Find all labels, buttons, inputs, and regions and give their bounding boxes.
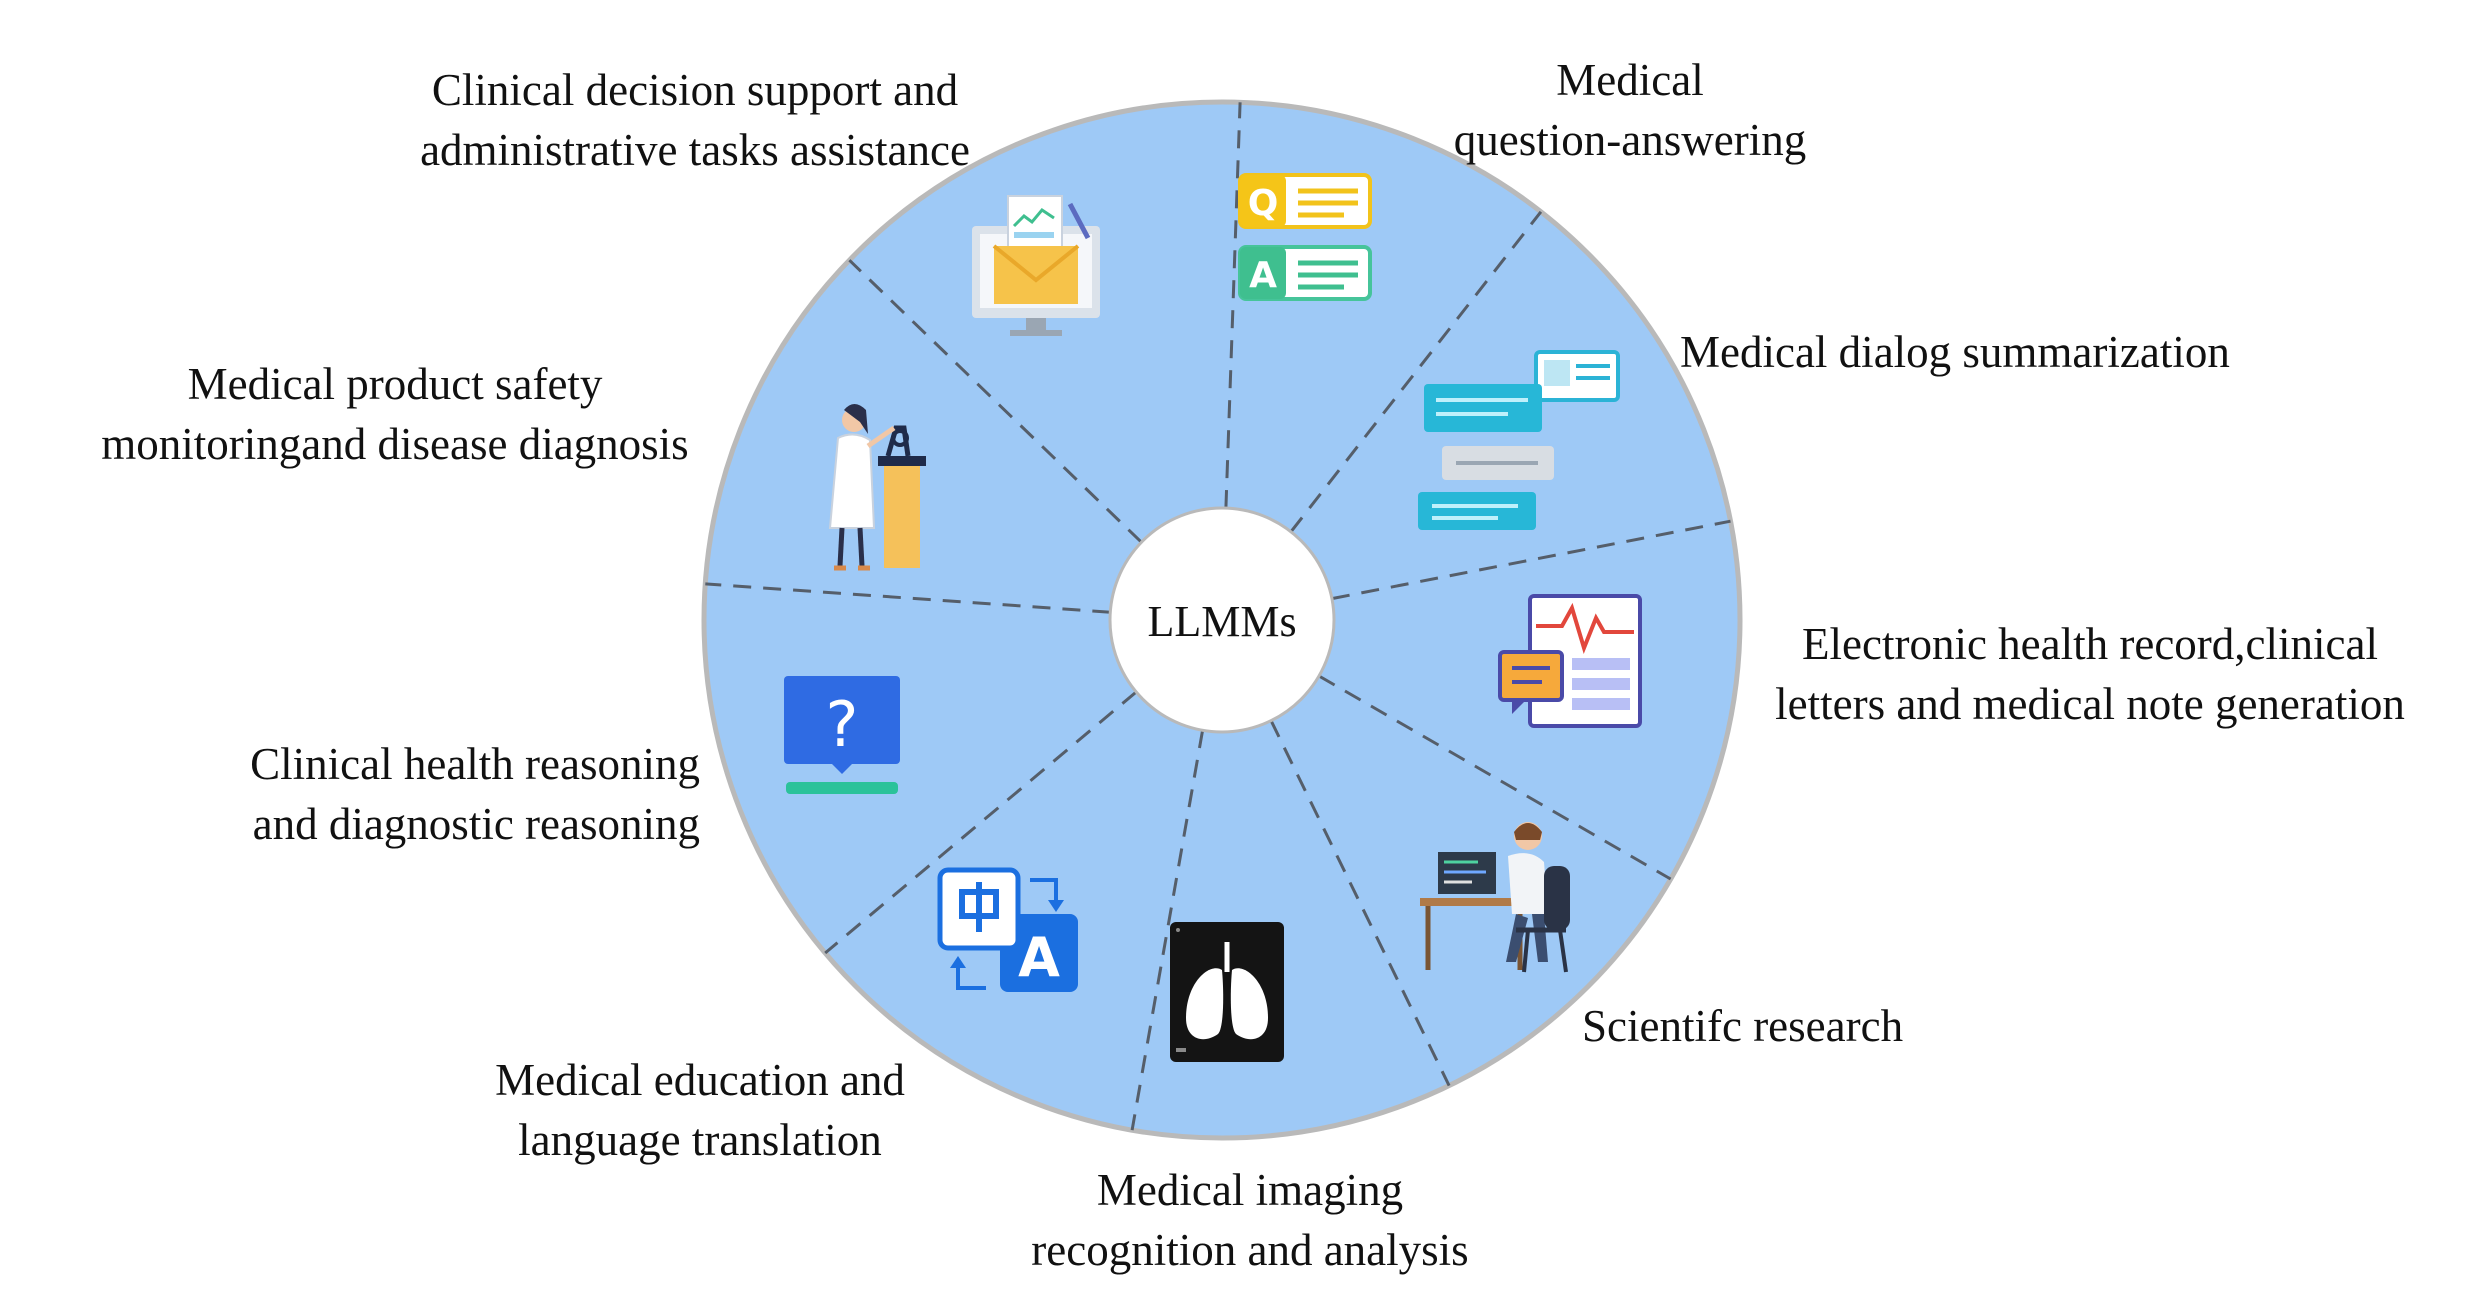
scientist-microscope-icon bbox=[828, 404, 926, 571]
center-label: LLMMs bbox=[1147, 597, 1296, 646]
label-line: administrative tasks assistance bbox=[420, 125, 970, 175]
segment-divider bbox=[1130, 730, 1205, 1131]
label-line: Medical imaging bbox=[1096, 1165, 1404, 1215]
chat-bubbles-icon bbox=[1418, 350, 1620, 530]
label-line: language translation bbox=[518, 1115, 882, 1165]
label-line: Electronic health record,clinical bbox=[1802, 619, 2378, 669]
monitor-documents-icon bbox=[972, 195, 1100, 336]
svg-text:Q: Q bbox=[1248, 183, 1279, 224]
label-electronic-health-record: Electronic health record,clinical letter… bbox=[1750, 614, 2430, 734]
label-line: recognition and analysis bbox=[1031, 1225, 1469, 1275]
label-line: monitoringand disease diagnosis bbox=[101, 419, 689, 469]
label-medical-imaging: Medical imaging recognition and analysis bbox=[1000, 1160, 1500, 1280]
label-line: Clinical decision support and bbox=[431, 65, 959, 115]
label-scientific-research: Scientifc research bbox=[1582, 996, 1903, 1056]
label-line: question-answering bbox=[1453, 115, 1807, 165]
label-medical-product-safety: Medical product safety monitoringand dis… bbox=[60, 354, 730, 474]
qa-cards-icon: Q A bbox=[1238, 173, 1372, 301]
segment-divider bbox=[1331, 519, 1731, 601]
label-clinical-health-reasoning: Clinical health reasoning and diagnostic… bbox=[90, 734, 700, 854]
segment-divider bbox=[1289, 210, 1543, 533]
segment-divider bbox=[1318, 674, 1672, 881]
label-line: Medical product safety bbox=[187, 359, 603, 409]
segment-divider bbox=[824, 690, 1138, 955]
label-medical-question-answering: Medical question-answering bbox=[1440, 50, 1820, 170]
label-line: Medical education and bbox=[495, 1055, 905, 1105]
researcher-at-computer-icon bbox=[1420, 822, 1570, 973]
center-hub bbox=[1108, 506, 1336, 734]
label-line: Clinical health reasoning bbox=[250, 739, 700, 789]
segment-divider bbox=[848, 259, 1143, 544]
lung-xray-icon bbox=[1170, 922, 1284, 1062]
health-record-icon bbox=[1498, 594, 1642, 728]
label-medical-dialog-summarization: Medical dialog summarization bbox=[1680, 322, 2230, 382]
label-line: Scientifc research bbox=[1582, 1001, 1904, 1051]
svg-text:?: ? bbox=[826, 688, 859, 761]
label-clinical-decision-support: Clinical decision support and administra… bbox=[380, 60, 1010, 180]
label-medical-education: Medical education and language translati… bbox=[450, 1050, 950, 1170]
translation-icon: A bbox=[937, 867, 1078, 992]
svg-text:A: A bbox=[1249, 255, 1277, 296]
question-monitor-icon: ? bbox=[784, 676, 900, 794]
segment-divider bbox=[1224, 102, 1242, 509]
label-line: Medical bbox=[1556, 55, 1704, 105]
label-line: Medical dialog summarization bbox=[1680, 327, 2230, 377]
label-line: and diagnostic reasoning bbox=[252, 799, 700, 849]
segment-divider bbox=[1269, 720, 1451, 1087]
segment-dividers bbox=[705, 102, 1731, 1131]
label-line: letters and medical note generation bbox=[1775, 679, 2405, 729]
svg-text:A: A bbox=[1018, 926, 1060, 989]
segment-divider bbox=[705, 582, 1111, 614]
